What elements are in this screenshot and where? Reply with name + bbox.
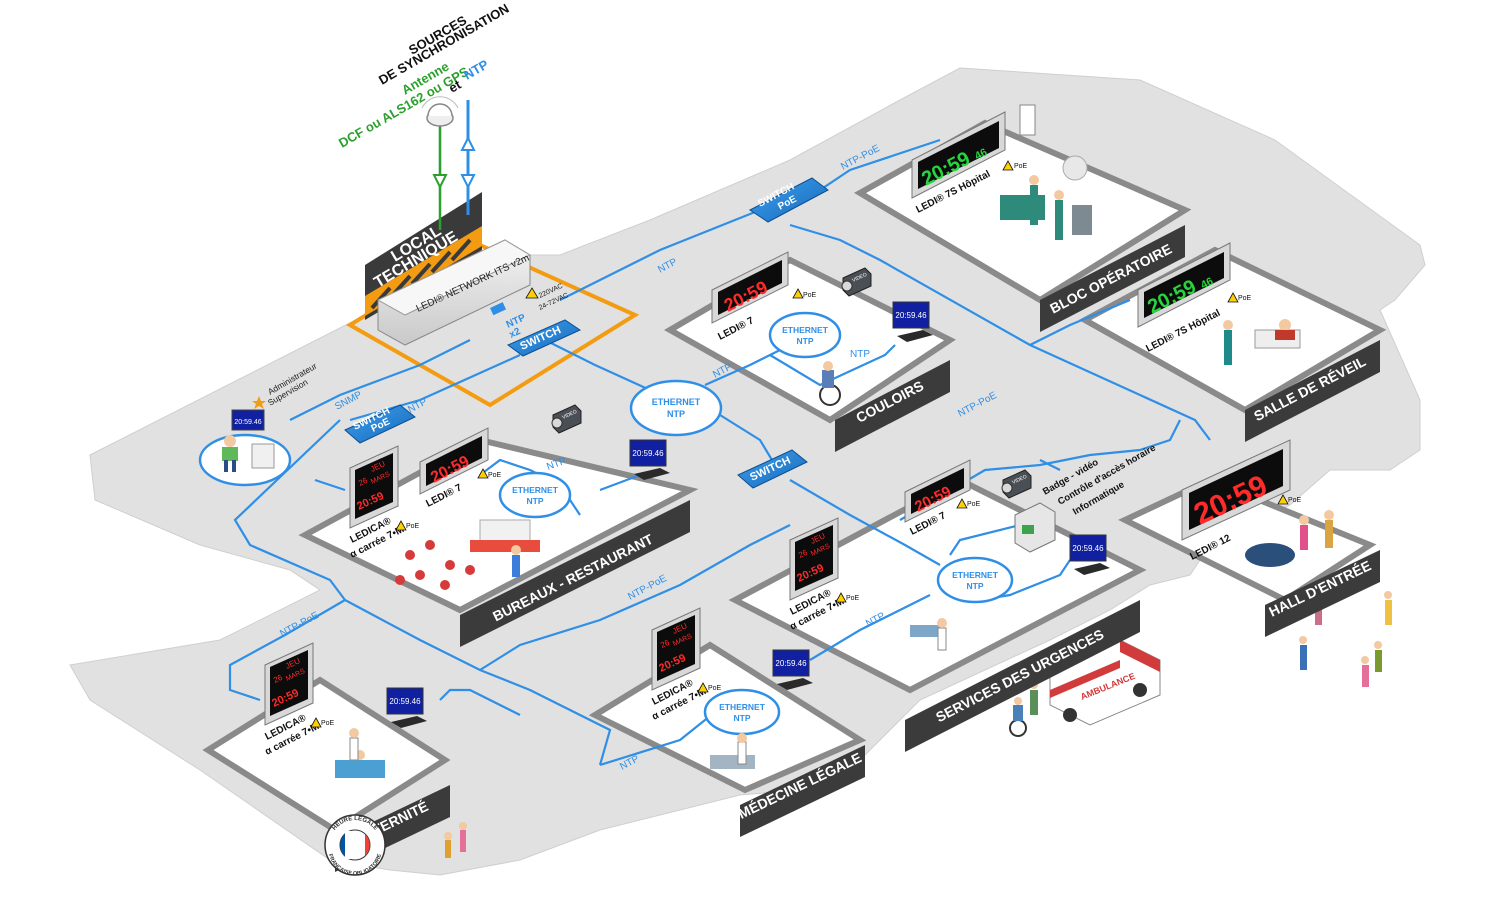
label-ntp-couloirs-in: NTP	[850, 349, 870, 360]
ethernet-couloirs: ETHERNET NTP	[768, 311, 842, 359]
camera-icon-urgences: VIDEO	[1001, 469, 1032, 499]
star-icon	[252, 396, 266, 409]
camera-icon-bureaux: VIDEO	[551, 404, 582, 434]
admin-clock: 20:59.46	[234, 419, 261, 426]
ledica-date-urgences: 26	[797, 548, 809, 560]
monitor-time-bureaux: 20:59.46	[632, 449, 664, 458]
ethernet-center: ETHERNET NTP	[629, 379, 723, 437]
scene-figures	[335, 104, 1392, 858]
ethernet-urgences-2: NTP	[967, 581, 984, 591]
ethernet-center-2: NTP	[667, 409, 685, 419]
ethernet-center-1: ETHERNET	[652, 397, 701, 407]
legal-time-seal: HEURE LÉGALE FRANÇAISE OBLIGATOIRE	[324, 814, 386, 877]
monitor-couloirs: 20:59.46	[892, 301, 933, 342]
couloirs-poe: PoE	[803, 292, 817, 299]
bureaux-poe: PoE	[488, 472, 502, 479]
monitor-maternite: 20:59.46	[386, 687, 427, 728]
ethernet-couloirs-2: NTP	[797, 336, 814, 346]
reveil-clock-sec: 46	[1199, 275, 1215, 291]
monitor-time-couloirs: 20:59.46	[895, 311, 927, 320]
ledica-poe-medecine: PoE	[708, 685, 722, 692]
video-cameras: VIDEO VIDEO VIDEO	[551, 267, 1032, 499]
ethernet-bureaux-1: ETHERNET	[512, 485, 559, 495]
ledica-poe-urgences: PoE	[846, 595, 860, 602]
monitor-urgences: 20:59.46	[1069, 534, 1110, 575]
ledica-date-medecine: 26	[659, 638, 671, 650]
ethernet-medecine-2: NTP	[734, 713, 751, 723]
monitor-time-maternite: 20:59.46	[389, 697, 421, 706]
sync-ntp: NTP	[461, 56, 491, 82]
reveil-poe: PoE	[1238, 295, 1252, 302]
monitor-time-urgences: 20:59.46	[1072, 544, 1104, 553]
antenna-icon	[421, 96, 459, 127]
ethernet-couloirs-1: ETHERNET	[782, 325, 829, 335]
ethernet-medecine-1: ETHERNET	[719, 702, 766, 712]
monitors: 20:59.46 20:59.46 20:59.46 20:59.46 20:59.46	[386, 301, 1110, 728]
ethernet-urgences-1: ETHERNET	[952, 570, 999, 580]
urgences-poe: PoE	[967, 501, 981, 508]
bloc-clock-sec: 46	[973, 146, 989, 162]
network-links	[228, 100, 1211, 767]
hall-poe: PoE	[1288, 497, 1302, 504]
ethernet-bureaux: ETHERNET NTP	[498, 471, 572, 519]
ledica-poe-bureaux: PoE	[406, 523, 420, 530]
monitor-bureaux: 20:59.46	[629, 439, 670, 480]
ledica-date-bureaux: 26	[357, 476, 369, 488]
sync-sources: DCF ou ALS162 ou GPS	[336, 64, 472, 151]
monitor-time-medecine: 20:59.46	[775, 659, 807, 668]
bloc-poe: PoE	[1014, 163, 1028, 170]
device-x2: x2	[508, 326, 523, 341]
camera-icon-couloirs: VIDEO	[841, 267, 872, 297]
monitor-medecine: 20:59.46	[772, 649, 813, 690]
antenna-line	[432, 120, 476, 230]
ledica-date-maternite: 26	[272, 673, 284, 685]
ethernet-medecine: ETHERNET NTP	[703, 688, 781, 736]
ethernet-bureaux-2: NTP	[527, 496, 544, 506]
ethernet-urgences: ETHERNET NTP	[936, 556, 1014, 604]
sync-sources-label: SOURCES DE SYNCHRONISATION Antenne DCF o…	[336, 1, 512, 151]
ledica-poe-maternite: PoE	[321, 720, 335, 727]
